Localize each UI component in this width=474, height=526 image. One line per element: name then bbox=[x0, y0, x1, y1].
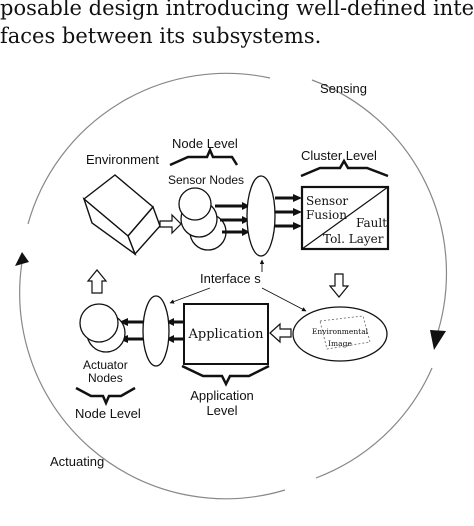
label-application: Application bbox=[188, 327, 265, 342]
cycle-arrowheads bbox=[15, 252, 446, 350]
body-text: posable design introducing well-defined … bbox=[0, 0, 474, 50]
label-sensor-fusion-2: Fusion bbox=[306, 208, 347, 222]
label-app-level-1: Application bbox=[190, 388, 254, 403]
environmental-image-sheet bbox=[319, 315, 371, 350]
label-actuator-1: Actuator bbox=[83, 358, 128, 372]
sensor-nodes bbox=[178, 187, 227, 251]
label-fault-1: Fault bbox=[356, 216, 387, 230]
interface-pointer-right bbox=[261, 287, 307, 312]
sensor-to-interface-heads bbox=[242, 202, 250, 236]
text-line-2: faces between its subsystems. bbox=[0, 24, 322, 48]
environmental-image-ellipse bbox=[292, 306, 388, 362]
interface-to-cluster-arrows bbox=[275, 196, 295, 228]
interface-to-cluster-heads bbox=[293, 194, 302, 230]
brace-node-level-top bbox=[169, 146, 239, 167]
label-actuating: Actuating bbox=[50, 454, 104, 469]
interface-ellipse-top bbox=[246, 175, 276, 257]
interface-to-actuator-arrows bbox=[126, 320, 143, 341]
application-box bbox=[183, 303, 269, 365]
label-app-level-2: Level bbox=[206, 403, 237, 418]
label-sensor-nodes: Sensor Nodes bbox=[168, 173, 244, 187]
label-sensor-fusion-1: Sensor bbox=[306, 194, 348, 208]
arrow-env-to-sensors bbox=[159, 213, 182, 235]
label-node-level-top: Node Level bbox=[172, 136, 238, 151]
arrow-cluster-to-image bbox=[328, 273, 350, 298]
actuator-nodes bbox=[79, 303, 126, 353]
brace-node-level-bottom bbox=[75, 386, 136, 407]
arrow-image-to-app bbox=[269, 322, 292, 344]
label-environment: Environment bbox=[86, 152, 159, 167]
brace-cluster-level bbox=[300, 158, 389, 178]
app-to-interface-heads bbox=[166, 318, 174, 343]
sensor-to-interface-arrows bbox=[215, 204, 244, 234]
cycle-circle bbox=[19, 72, 448, 500]
label-env-image-1: Environmental bbox=[312, 327, 369, 336]
label-cluster-level: Cluster Level bbox=[301, 148, 377, 163]
arrow-actuator-to-env bbox=[86, 269, 108, 294]
cluster-box bbox=[300, 185, 390, 251]
interface-ellipse-bottom bbox=[142, 295, 170, 367]
label-interfaces: Interface s bbox=[200, 271, 261, 286]
environment-cube bbox=[82, 174, 161, 256]
text-line-1: posable design introducing well-defined … bbox=[0, 0, 474, 20]
label-sensing: Sensing bbox=[320, 81, 367, 96]
interface-pointer-left bbox=[169, 287, 211, 304]
label-node-level-bottom: Node Level bbox=[75, 406, 141, 421]
label-env-image-2: Image bbox=[328, 339, 352, 348]
label-actuator-2: Nodes bbox=[88, 371, 123, 385]
label-fault-2: Tol. Layer bbox=[323, 232, 384, 246]
brace-application-level bbox=[181, 364, 270, 387]
